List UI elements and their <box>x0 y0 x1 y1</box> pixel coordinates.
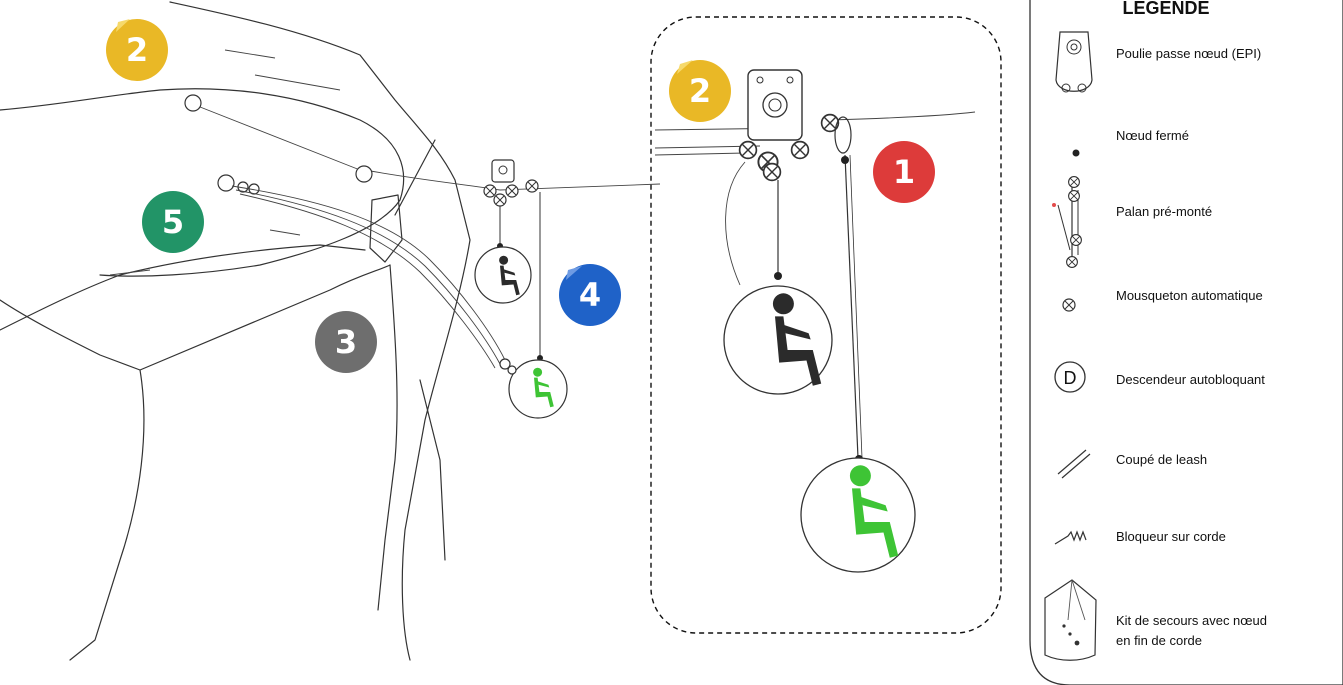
legend-panel: LEGENDE Poulie passe nœud (EPI) Nœud fer… <box>1030 0 1343 685</box>
auto-carabiner-icon <box>1063 299 1075 311</box>
badge-4: 4 <box>559 264 621 326</box>
rescue-kit-icon <box>1045 580 1096 660</box>
legend-label-hoist: Palan pré-monté <box>1116 204 1212 219</box>
legend-label-kit-line2: en fin de corde <box>1116 633 1202 648</box>
pre-mounted-hoist-icon <box>1052 177 1081 268</box>
legend-title: LEGENDE <box>1122 0 1209 18</box>
svg-text:2: 2 <box>126 31 148 69</box>
svg-text:D: D <box>1064 368 1077 388</box>
legend-label-pulley: Poulie passe nœud (EPI) <box>1116 46 1261 61</box>
legend-label-kit: Kit de secours avec nœud <box>1116 613 1267 628</box>
svg-text:1: 1 <box>893 153 915 191</box>
legend-label-descender: Descendeur autobloquant <box>1116 372 1265 387</box>
badge-2-inset: 2 <box>669 60 731 122</box>
pulley-icon <box>1056 32 1092 92</box>
svg-text:5: 5 <box>162 203 184 241</box>
badge-1: 1 <box>873 141 935 203</box>
closed-knot-icon <box>1073 150 1080 157</box>
svg-text:3: 3 <box>335 323 357 361</box>
self-locking-descender-icon: D <box>1055 362 1085 392</box>
badge-2-top-left: 2 <box>106 19 168 81</box>
badge-3: 3 <box>315 311 377 373</box>
rope-blocker-icon <box>1055 532 1086 544</box>
legend-label-leash: Coupé de leash <box>1116 452 1207 467</box>
leash-cut-icon <box>1058 450 1090 478</box>
legend-label-blocker: Bloqueur sur corde <box>1116 529 1226 544</box>
svg-text:4: 4 <box>579 276 601 314</box>
legend-label-carabiner: Mousqueton automatique <box>1116 288 1263 303</box>
svg-text:2: 2 <box>689 72 711 110</box>
legend-label-knot: Nœud fermé <box>1116 128 1189 143</box>
badge-5: 5 <box>142 191 204 253</box>
